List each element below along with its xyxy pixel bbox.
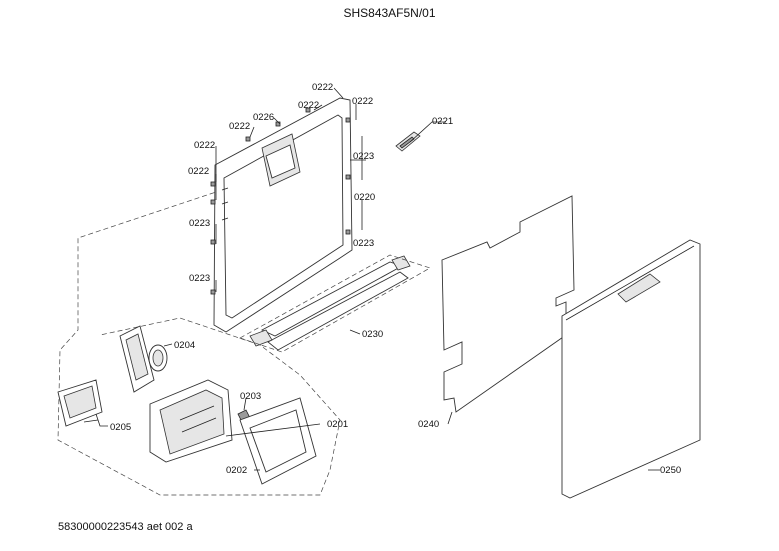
callout-0222-right: 0222 — [352, 96, 373, 107]
callout-0226: 0226 — [253, 112, 274, 123]
callout-0222-left: 0222 — [194, 140, 215, 151]
callout-0220: 0220 — [354, 192, 375, 203]
callout-0240: 0240 — [418, 419, 439, 430]
callout-0222-upper: 0222 — [298, 100, 319, 111]
footer-reference: 58300000223543 aet 002 a — [58, 521, 193, 533]
door-frame-part[interactable] — [213, 97, 353, 333]
callout-0205: 0205 — [110, 422, 131, 433]
leader-lines — [95, 87, 660, 471]
strip-group-outline — [239, 254, 431, 353]
callout-0222-top: 0222 — [312, 82, 333, 93]
part-0205[interactable] — [57, 379, 103, 427]
callout-0223-right-top: 0223 — [353, 151, 374, 162]
callout-0230: 0230 — [362, 329, 383, 340]
part-0201-housing[interactable] — [149, 379, 233, 463]
part-0202-frame[interactable] — [239, 397, 317, 485]
callout-0222-mid: 0222 — [229, 121, 250, 132]
callout-0221: 0221 — [432, 116, 453, 127]
callout-0223-left-top: 0223 — [189, 218, 210, 229]
callout-0202: 0202 — [226, 465, 247, 476]
group-outline — [57, 189, 341, 496]
part-0221[interactable] — [395, 131, 421, 152]
part-0250-door[interactable] — [561, 239, 701, 499]
callout-0222-left2: 0222 — [188, 166, 209, 177]
callout-0204: 0204 — [174, 340, 195, 351]
callout-0201: 0201 — [327, 419, 348, 430]
diagram-title: SHS843AF5N/01 — [343, 6, 436, 20]
part-0204[interactable] — [119, 325, 168, 393]
callout-0223-left-bottom: 0223 — [189, 273, 210, 284]
part-0230-strip[interactable] — [249, 255, 411, 351]
callout-0223-right-bottom: 0223 — [353, 238, 374, 249]
callout-0250: 0250 — [660, 465, 681, 476]
callout-0203: 0203 — [240, 391, 261, 402]
part-0240-panel[interactable] — [441, 195, 575, 413]
